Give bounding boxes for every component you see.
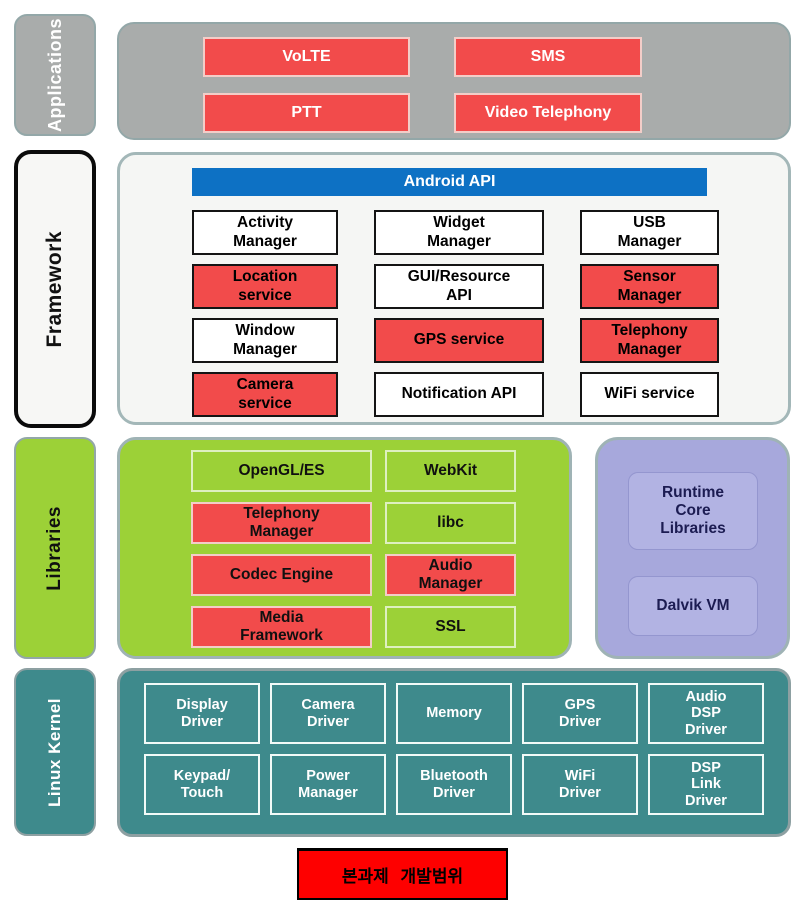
framework-grid: Activity Manager Widget Manager USB Mana… <box>120 196 788 417</box>
kernel-box-dsp-link-driver: DSP Link Driver <box>648 754 764 815</box>
layer-tab-framework: Framework <box>14 150 96 428</box>
android-runtime-panel: Runtime Core Libraries Dalvik VM <box>595 437 790 659</box>
linux-kernel-grid: Display Driver Camera Driver Memory GPS … <box>120 671 788 815</box>
lib-box-telephony-manager-label: Telephony Manager <box>243 504 320 540</box>
fw-box-wifi-service-label: WiFi service <box>604 385 695 403</box>
lib-box-codec-engine-label: Codec Engine <box>229 565 334 583</box>
lib-box-webkit-label: WebKit <box>423 461 478 479</box>
fw-box-activity-manager-label: Activity Manager <box>233 214 297 250</box>
app-box-video-telephony: Video Telephony <box>454 93 642 133</box>
kernel-box-wifi-driver-label: WiFi Driver <box>559 768 601 801</box>
development-scope-legend: 본과제 개발범위 <box>297 848 508 900</box>
fw-box-sensor-manager: Sensor Manager <box>580 264 719 309</box>
fw-box-widget-manager-label: Widget Manager <box>427 214 491 250</box>
kernel-box-power-manager-label: Power Manager <box>298 768 358 801</box>
lib-box-audio-manager: Audio Manager <box>385 554 516 596</box>
lib-box-opengl-es: OpenGL/ES <box>191 450 372 492</box>
layer-tab-libraries: Libraries <box>14 437 96 659</box>
development-scope-legend-label: 본과제 개발범위 <box>341 867 464 886</box>
lib-box-opengl-es-label: OpenGL/ES <box>238 461 325 479</box>
lib-box-webkit: WebKit <box>385 450 516 492</box>
fw-box-gui-resource-api-label: GUI/Resource API <box>407 268 511 304</box>
kernel-box-memory-label: Memory <box>426 705 482 722</box>
android-api-bar: Android API <box>192 168 707 196</box>
kernel-box-gps-driver-label: GPS Driver <box>559 697 601 730</box>
runtime-box-core-libraries-label: Runtime Core Libraries <box>660 483 726 538</box>
lib-box-codec-engine: Codec Engine <box>191 554 372 596</box>
kernel-box-keypad-touch: Keypad/ Touch <box>144 754 260 815</box>
libraries-grid: OpenGL/ES WebKit Telephony Manager libc … <box>120 440 569 648</box>
app-box-volte-label: VoLTE <box>282 47 331 65</box>
lib-box-libc: libc <box>385 502 516 544</box>
runtime-box-core-libraries: Runtime Core Libraries <box>628 472 758 550</box>
app-box-ptt: PTT <box>203 93 410 133</box>
fw-box-gps-service-label: GPS service <box>413 331 505 349</box>
lib-box-ssl-label: SSL <box>435 617 466 635</box>
android-api-bar-label: Android API <box>403 173 496 190</box>
fw-box-sensor-manager-label: Sensor Manager <box>617 268 682 304</box>
fw-box-gps-service: GPS service <box>374 318 544 363</box>
kernel-box-display-driver: Display Driver <box>144 683 260 744</box>
fw-box-telephony-manager: Telephony Manager <box>580 318 719 363</box>
layer-tab-framework-label: Framework <box>43 230 66 348</box>
kernel-box-wifi-driver: WiFi Driver <box>522 754 638 815</box>
layer-tab-applications: Applications <box>14 14 96 136</box>
kernel-box-keypad-touch-label: Keypad/ Touch <box>173 768 231 801</box>
kernel-box-memory: Memory <box>396 683 512 744</box>
framework-panel: Android API Activity Manager Widget Mana… <box>117 152 791 425</box>
libraries-panel: OpenGL/ES WebKit Telephony Manager libc … <box>117 437 572 659</box>
fw-box-gui-resource-api: GUI/Resource API <box>374 264 544 309</box>
fw-box-location-service: Location service <box>192 264 338 309</box>
fw-box-usb-manager-label: USB Manager <box>617 214 682 250</box>
kernel-box-bluetooth-driver-label: Bluetooth Driver <box>420 768 488 801</box>
fw-box-notification-api-label: Notification API <box>401 385 517 403</box>
fw-box-window-manager: Window Manager <box>192 318 338 363</box>
fw-box-wifi-service: WiFi service <box>580 372 719 417</box>
kernel-box-camera-driver-label: Camera Driver <box>301 697 355 730</box>
linux-kernel-panel: Display Driver Camera Driver Memory GPS … <box>117 668 791 837</box>
fw-box-location-service-label: Location service <box>232 268 298 304</box>
lib-box-ssl: SSL <box>385 606 516 648</box>
app-box-ptt-label: PTT <box>291 103 322 121</box>
kernel-box-audio-dsp-driver-label: Audio DSP Driver <box>685 689 727 738</box>
kernel-box-gps-driver: GPS Driver <box>522 683 638 744</box>
layer-tab-libraries-label: Libraries <box>44 505 65 591</box>
lib-box-media-framework: Media Framework <box>191 606 372 648</box>
kernel-box-audio-dsp-driver: Audio DSP Driver <box>648 683 764 744</box>
fw-box-usb-manager: USB Manager <box>580 210 719 255</box>
kernel-box-dsp-link-driver-label: DSP Link Driver <box>685 760 727 809</box>
fw-box-camera-service-label: Camera service <box>236 376 294 412</box>
fw-box-notification-api: Notification API <box>374 372 544 417</box>
lib-box-media-framework-label: Media Framework <box>240 608 323 644</box>
lib-box-libc-label: libc <box>437 513 464 531</box>
kernel-box-camera-driver: Camera Driver <box>270 683 386 744</box>
app-box-video-telephony-label: Video Telephony <box>484 103 612 121</box>
kernel-box-bluetooth-driver: Bluetooth Driver <box>396 754 512 815</box>
app-box-sms: SMS <box>454 37 642 77</box>
fw-box-window-manager-label: Window Manager <box>233 322 297 358</box>
applications-grid: VoLTE SMS PTT Video Telephony <box>203 37 789 133</box>
layer-tab-applications-label: Applications <box>44 17 65 132</box>
layer-tab-linux-kernel: Linux Kernel <box>14 668 96 836</box>
fw-box-camera-service: Camera service <box>192 372 338 417</box>
fw-box-activity-manager: Activity Manager <box>192 210 338 255</box>
app-box-volte: VoLTE <box>203 37 410 77</box>
kernel-box-power-manager: Power Manager <box>270 754 386 815</box>
fw-box-telephony-manager-label: Telephony Manager <box>611 322 688 358</box>
kernel-box-display-driver-label: Display Driver <box>176 697 228 730</box>
applications-panel: VoLTE SMS PTT Video Telephony <box>117 22 791 140</box>
layer-tab-linux-kernel-label: Linux Kernel <box>45 697 64 807</box>
runtime-box-dalvik-vm-label: Dalvik VM <box>656 596 730 614</box>
lib-box-telephony-manager: Telephony Manager <box>191 502 372 544</box>
lib-box-audio-manager-label: Audio Manager <box>418 556 483 592</box>
fw-box-widget-manager: Widget Manager <box>374 210 544 255</box>
app-box-sms-label: SMS <box>530 47 566 65</box>
runtime-box-dalvik-vm: Dalvik VM <box>628 576 758 636</box>
